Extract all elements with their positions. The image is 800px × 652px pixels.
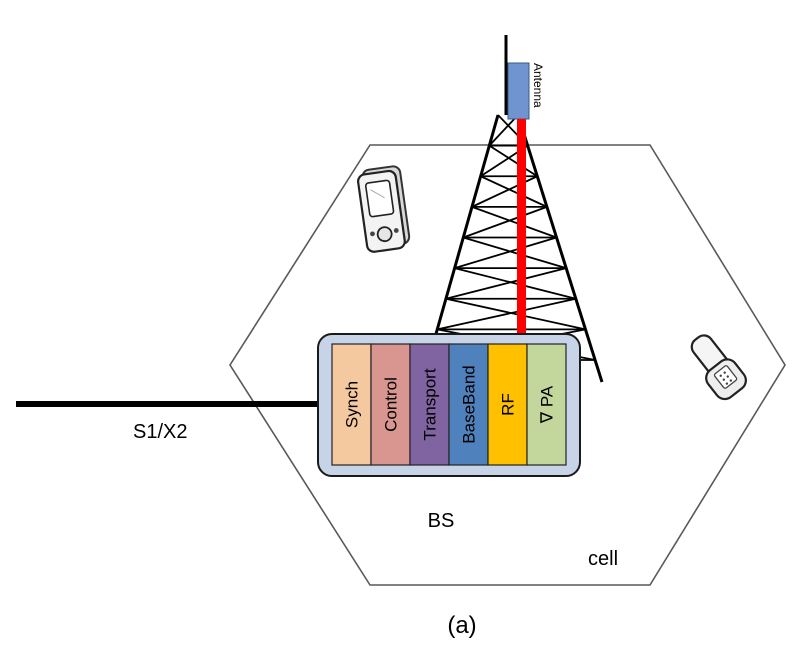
pda-icon — [357, 165, 411, 253]
tower-brace — [471, 206, 557, 239]
bs-label: BS — [428, 510, 455, 532]
mobile-phone-icon — [690, 334, 747, 401]
tower-brace — [488, 144, 538, 178]
module-baseband — [448, 343, 489, 466]
tower-brace — [463, 236, 567, 269]
figure-caption: (a) — [447, 612, 476, 639]
tower-brace — [445, 297, 586, 331]
module-label-control: Control — [382, 377, 401, 432]
module-label-baseband: BaseBand — [460, 365, 479, 443]
tower-brace — [471, 175, 538, 208]
bs-module-stack: Synch Control Transport BaseBand RF ∇ PA — [331, 343, 567, 466]
tower-brace — [480, 175, 548, 208]
tower-brace — [454, 236, 557, 269]
module-label-pa: ∇ PA — [538, 385, 557, 424]
module-transport — [409, 343, 450, 466]
tower-brace — [488, 114, 519, 147]
module-label-synch: Synch — [343, 381, 362, 428]
s1-x2-label: S1/X2 — [133, 421, 187, 443]
tower-brace — [445, 267, 567, 300]
tower-brace — [437, 297, 577, 331]
tower-brace — [454, 267, 577, 300]
module-rf — [487, 343, 528, 466]
module-synch — [331, 343, 372, 466]
module-label-transport: Transport — [421, 368, 440, 440]
tower-brace — [462, 206, 548, 239]
tower-icon — [428, 35, 604, 383]
antenna-label: Antenna — [531, 63, 545, 108]
module-label-rf: RF — [499, 393, 518, 416]
antenna-icon — [507, 62, 530, 120]
module-control — [370, 343, 411, 466]
cell-label: cell — [588, 548, 618, 570]
module-pa — [526, 343, 567, 466]
feeder-cable — [517, 119, 526, 337]
cell-hexagon — [229, 144, 786, 586]
